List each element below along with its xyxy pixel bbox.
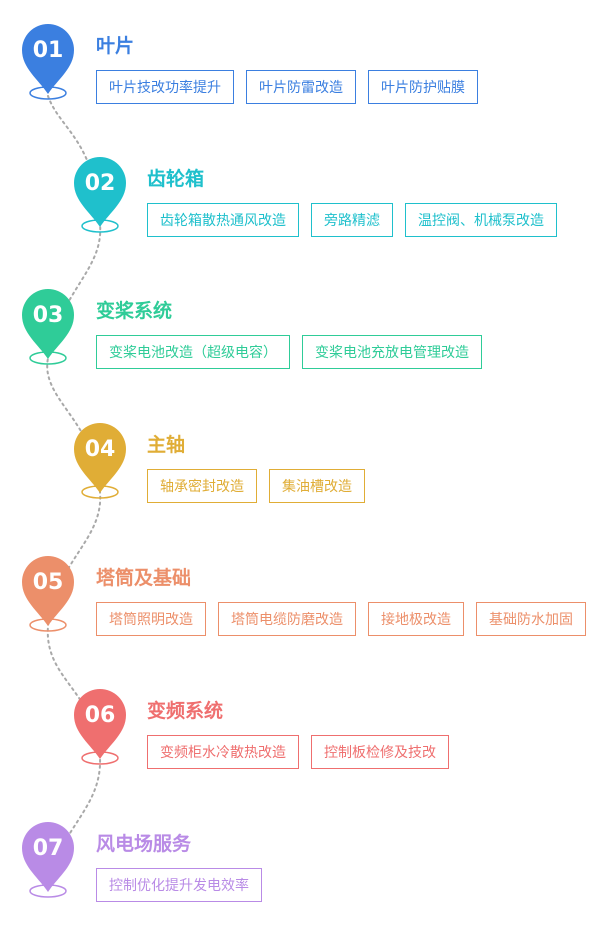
tag-button[interactable]: 变桨电池充放电管理改造 — [302, 335, 482, 369]
tag-button[interactable]: 塔筒电缆防磨改造 — [218, 602, 356, 636]
tag-list: 变桨电池改造（超级电容） 变桨电池充放电管理改造 — [96, 335, 482, 369]
tag-button[interactable]: 齿轮箱散热通风改造 — [147, 203, 299, 237]
tag-list: 塔筒照明改造塔筒电缆防磨改造接地极改造基础防水加固 — [96, 602, 586, 636]
step-title: 主轴 — [147, 434, 186, 456]
timeline-item: 01 叶片叶片技改功率提升叶片防雷改造叶片防护贴膜 — [0, 24, 610, 144]
tag-button[interactable]: 叶片技改功率提升 — [96, 70, 234, 104]
timeline-item: 05 塔筒及基础塔筒照明改造塔筒电缆防磨改造接地极改造基础防水加固 — [0, 556, 610, 676]
tag-button[interactable]: 叶片防护贴膜 — [368, 70, 478, 104]
step-number: 01 — [32, 38, 64, 63]
tag-list: 齿轮箱散热通风改造旁路精滤温控阀、机械泵改造 — [147, 203, 557, 237]
step-title: 风电场服务 — [96, 833, 192, 855]
tag-button[interactable]: 集油槽改造 — [269, 469, 365, 503]
step-number: 07 — [32, 836, 64, 861]
step-number: 04 — [84, 437, 116, 462]
tag-button[interactable]: 塔筒照明改造 — [96, 602, 206, 636]
location-pin-icon: 03 — [22, 289, 78, 365]
tag-list: 轴承密封改造集油槽改造 — [147, 469, 365, 503]
tag-button[interactable]: 变桨电池改造（超级电容） — [96, 335, 290, 369]
location-pin-icon: 05 — [22, 556, 78, 632]
location-pin-icon: 07 — [22, 822, 78, 898]
tag-button[interactable]: 温控阀、机械泵改造 — [405, 203, 557, 237]
step-number: 03 — [32, 303, 64, 328]
timeline-item: 06 变频系统变频柜水冷散热改造控制板检修及技改 — [0, 689, 610, 809]
timeline-item: 02 齿轮箱齿轮箱散热通风改造旁路精滤温控阀、机械泵改造 — [0, 157, 610, 277]
tag-list: 叶片技改功率提升叶片防雷改造叶片防护贴膜 — [96, 70, 478, 104]
timeline-item: 07 风电场服务控制优化提升发电效率 — [0, 822, 610, 942]
tag-button[interactable]: 叶片防雷改造 — [246, 70, 356, 104]
location-pin-icon: 02 — [74, 157, 130, 233]
step-title: 变频系统 — [147, 700, 224, 722]
step-number: 06 — [84, 703, 116, 728]
location-pin-icon: 06 — [74, 689, 130, 765]
step-number: 05 — [32, 570, 64, 595]
location-pin-icon: 01 — [22, 24, 78, 100]
tag-button[interactable]: 接地极改造 — [368, 602, 464, 636]
tag-button[interactable]: 控制优化提升发电效率 — [96, 868, 262, 902]
location-pin-icon: 04 — [74, 423, 130, 499]
step-title: 叶片 — [96, 35, 135, 57]
timeline-item: 04 主轴轴承密封改造集油槽改造 — [0, 423, 610, 543]
tag-button[interactable]: 旁路精滤 — [311, 203, 393, 237]
tag-list: 控制优化提升发电效率 — [96, 868, 262, 902]
tag-list: 变频柜水冷散热改造控制板检修及技改 — [147, 735, 449, 769]
step-title: 变桨系统 — [96, 300, 173, 322]
tag-button[interactable]: 轴承密封改造 — [147, 469, 257, 503]
step-title: 塔筒及基础 — [96, 567, 192, 589]
tag-button[interactable]: 基础防水加固 — [476, 602, 586, 636]
timeline-item: 03 变桨系统变桨电池改造（超级电容） 变桨电池充放电管理改造 — [0, 289, 610, 409]
step-title: 齿轮箱 — [147, 168, 205, 190]
step-number: 02 — [84, 171, 116, 196]
tag-button[interactable]: 变频柜水冷散热改造 — [147, 735, 299, 769]
tag-button[interactable]: 控制板检修及技改 — [311, 735, 449, 769]
